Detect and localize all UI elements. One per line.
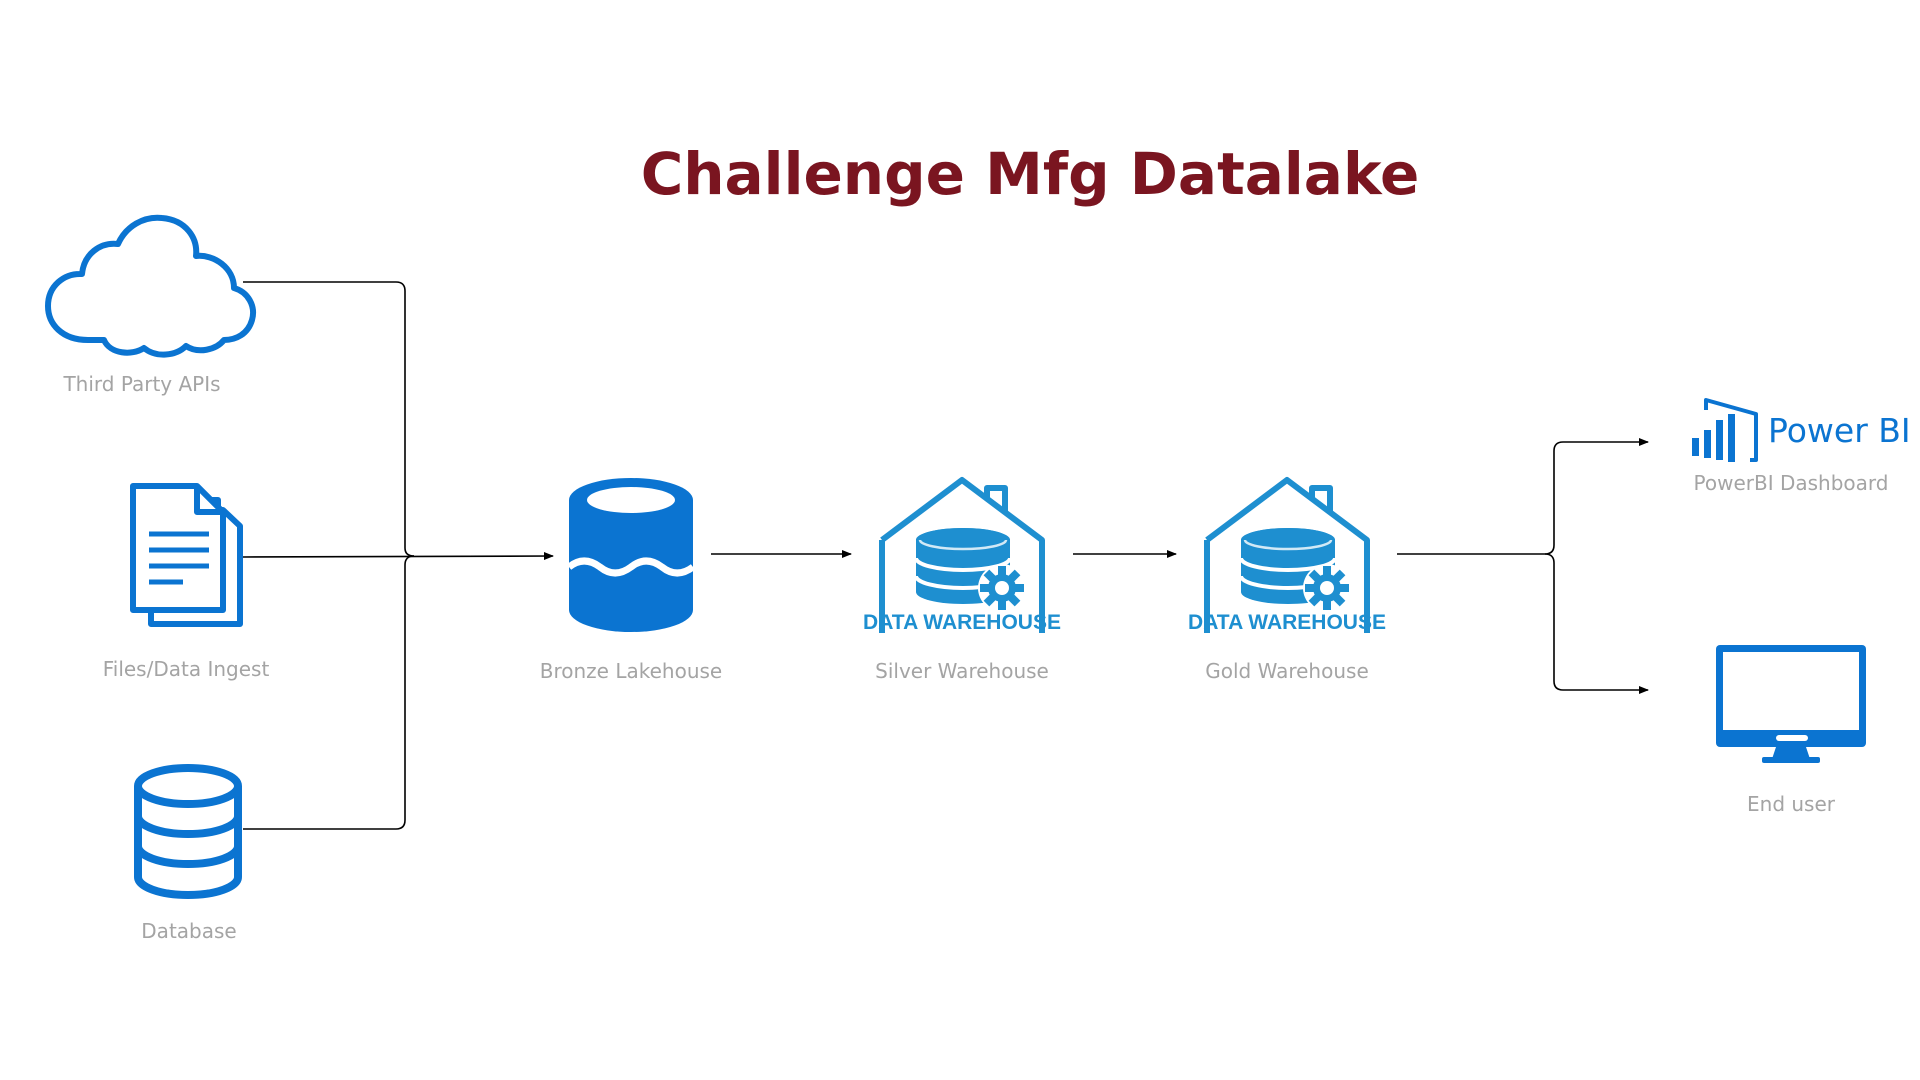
source-label-database: Database: [141, 919, 237, 943]
powerbi-logo-icon: Power BI: [1692, 398, 1911, 462]
gold-warehouse-icon-text: DATA WAREHOUSE: [1188, 611, 1386, 634]
stage-label-silver-warehouse: Silver Warehouse: [875, 659, 1049, 683]
document-icon: [130, 483, 243, 627]
connector-split-to-powerbi: [1544, 438, 1649, 555]
data-warehouse-icon: DATA WAREHOUSE: [1188, 480, 1386, 634]
source-label-third-party-apis: Third Party APIs: [63, 372, 221, 396]
cloud-icon: [45, 214, 256, 358]
database-icon: [134, 764, 242, 899]
powerbi-logo-text: Power BI: [1768, 411, 1911, 450]
stage-label-gold-warehouse: Gold Warehouse: [1205, 659, 1369, 683]
source-label-files-data-ingest: Files/Data Ingest: [102, 657, 270, 681]
diagram-title: Challenge Mfg Datalake: [640, 140, 1420, 208]
connector-database-to-merge: [243, 555, 415, 830]
connector-apis-to-merge: [243, 281, 415, 557]
monitor-icon: [1716, 645, 1866, 763]
connector-files-to-bronze: [242, 552, 554, 561]
output-label-powerbi-dashboard: PowerBI Dashboard: [1693, 471, 1889, 495]
stage-label-bronze-lakehouse: Bronze Lakehouse: [539, 659, 723, 683]
data-warehouse-icon: DATA WAREHOUSE: [863, 480, 1061, 634]
lakehouse-icon: [566, 478, 696, 632]
connector-split-to-end-user: [1544, 553, 1649, 694]
output-label-end-user: End user: [1747, 792, 1835, 816]
silver-warehouse-icon-text: DATA WAREHOUSE: [863, 611, 1061, 634]
